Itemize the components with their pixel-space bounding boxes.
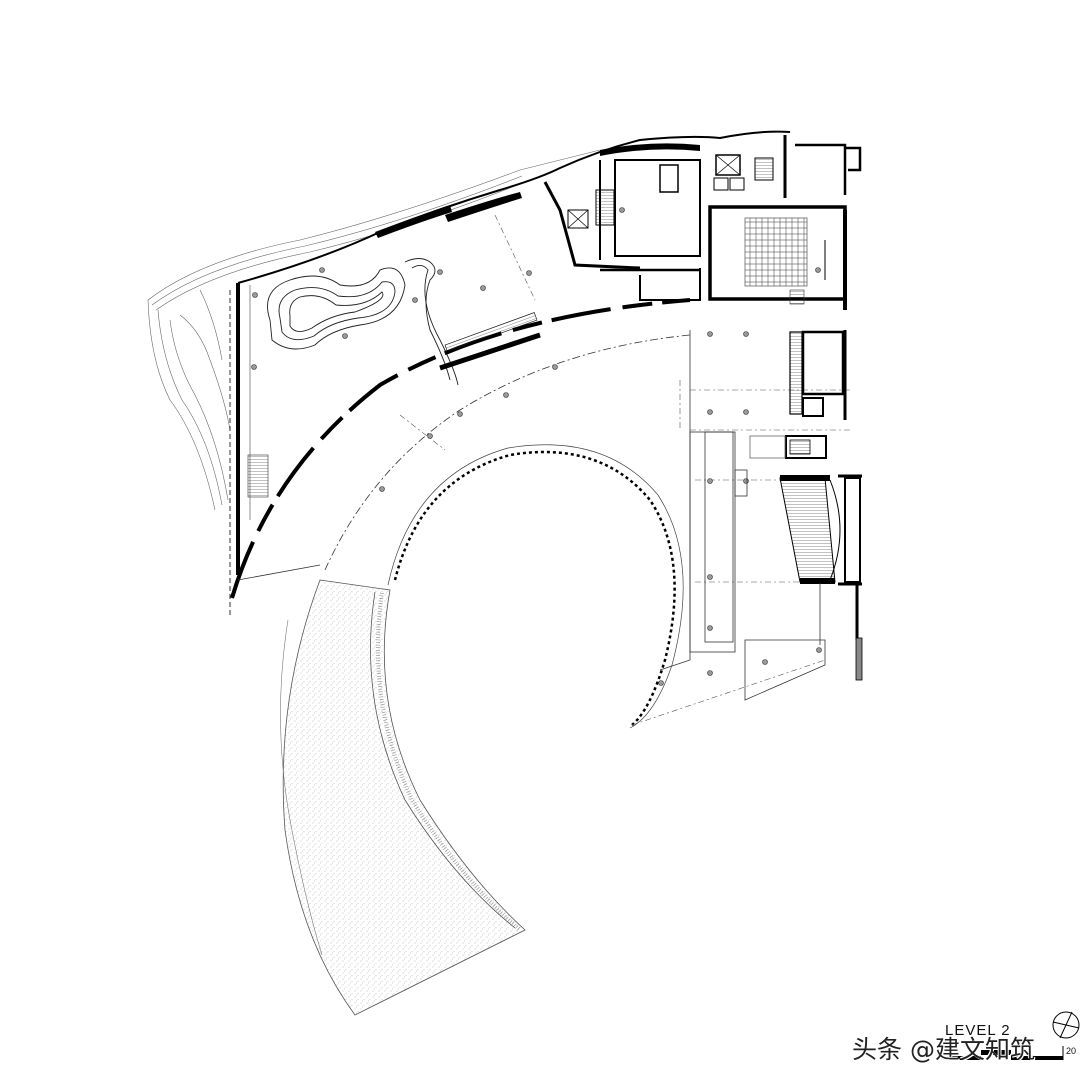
north-rooms-block: [543, 135, 862, 301]
pond-feature: [267, 258, 459, 386]
east-lecture-hall: [779, 474, 862, 586]
curved-ramp: [280, 579, 526, 1016]
level-label: LEVEL 2: [945, 1022, 1011, 1039]
structural-columns: [251, 207, 822, 686]
south-east-zone: [659, 330, 863, 701]
west-wall: [229, 283, 269, 615]
grid-lines: [399, 214, 850, 726]
inner-ring-edge: [387, 444, 684, 729]
scale-end-label: 20: [1066, 1046, 1077, 1056]
north-arrow-icon: [1052, 1011, 1080, 1039]
east-core: [734, 330, 847, 497]
landscape-contours: [147, 149, 601, 511]
north-facade-wall: [237, 130, 791, 284]
outer-curved-wall: [230, 298, 691, 599]
auditorium: [708, 205, 847, 310]
scale-bar: [950, 1046, 1064, 1060]
watermark-text: 头条 @建文知筑: [852, 1035, 1035, 1064]
